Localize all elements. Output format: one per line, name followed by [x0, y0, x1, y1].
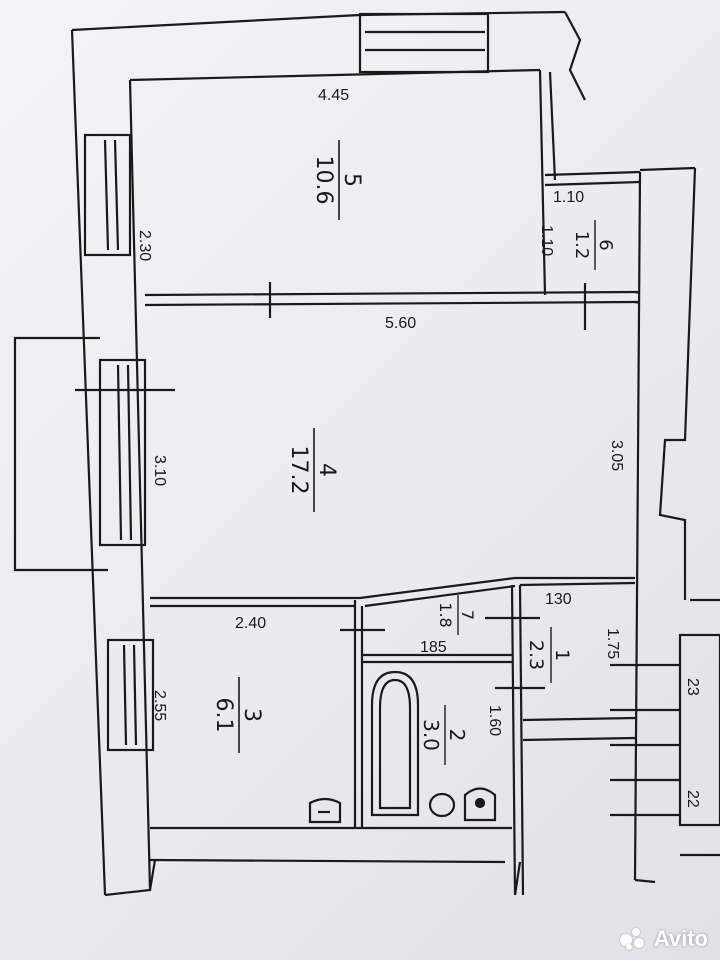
bathtub-inner [378, 678, 412, 810]
outer-left-wall [70, 29, 107, 896]
room-label-5: 5 10.6 [311, 140, 364, 220]
window-left-3 [106, 638, 155, 752]
window-left-2-line [116, 364, 123, 541]
bottom-left-corner [104, 859, 157, 897]
wall-hall-lower-inner [522, 736, 636, 742]
bathtub-icon [370, 670, 420, 817]
dim-room6-left: 1.10 [538, 225, 555, 256]
room-label-4: 4 17.2 [286, 428, 339, 512]
outer-corner [564, 11, 586, 101]
dim-room4-right: 3.05 [608, 440, 625, 471]
outer-top-wall [71, 10, 566, 32]
room-area: 2.3 [525, 640, 547, 670]
avito-logo-icon [619, 928, 648, 950]
right-inner-wall [633, 171, 642, 881]
dim-bath-top: 185 [420, 639, 447, 656]
wall-4-7-inner [364, 584, 516, 608]
room5-right-wall [538, 69, 547, 296]
room-number: 6 [595, 239, 616, 250]
bottom-outer-wall [149, 858, 506, 864]
window-left-2 [98, 358, 147, 547]
wall-5-4 [144, 290, 641, 297]
room-number: 7 [458, 610, 477, 620]
room-label-7: 7 1.8 [436, 595, 477, 635]
dim-stair-b: 22 [684, 790, 701, 808]
bottom-mid [513, 861, 522, 896]
toilet-hole [474, 797, 486, 809]
wall-2-1-inner [518, 584, 525, 896]
toilet-icon [463, 787, 497, 822]
avito-watermark: Avito [619, 926, 708, 952]
right-top-wall [639, 166, 696, 172]
window-top [358, 12, 490, 74]
room-area: 17.2 [286, 446, 311, 495]
room-area: 6.1 [211, 698, 236, 733]
window-left-1-line [113, 139, 120, 251]
room-label-1: 1 2.3 [525, 627, 573, 683]
dim-bath-right: 1.60 [486, 705, 503, 736]
room6-top-wall [544, 170, 641, 177]
dim-hall-right: 1.75 [604, 628, 621, 659]
room6-top-inner [544, 180, 641, 187]
wall-4-7 [359, 576, 635, 600]
room-number: 3 [239, 708, 264, 722]
dim-hall-top: 130 [545, 591, 572, 608]
wall-2-1 [510, 584, 517, 896]
window-left-1 [83, 133, 132, 257]
room-number: 4 [314, 463, 339, 477]
room-number: 1 [551, 649, 573, 661]
dim-room5-left: 2.30 [136, 230, 153, 261]
watermark-text: Avito [653, 926, 708, 951]
balcony [13, 336, 108, 572]
room-label-3: 3 6.1 [211, 677, 264, 753]
window-left-3-line [132, 644, 138, 746]
dim-room3-left: 2.55 [151, 690, 168, 721]
window-left-3-line [122, 644, 128, 746]
window-left-2-line [126, 364, 133, 541]
dim-room4-left: 3.10 [151, 455, 168, 486]
room-number: 5 [339, 173, 364, 187]
kitchen-stove-icon [308, 797, 342, 824]
wall-5-4-inner [144, 300, 641, 307]
room-number: 2 [445, 729, 469, 742]
dim-room5-top: 4.45 [318, 87, 349, 104]
room-label-2: 2 3.0 [419, 705, 469, 765]
bottom-right [634, 878, 656, 884]
room-area: 1.2 [571, 231, 592, 260]
dim-stair-a: 23 [684, 678, 701, 696]
stair-rail [678, 633, 720, 827]
room5-right-inner [548, 71, 557, 181]
wall-4-1 [519, 581, 636, 587]
dim-room3-top: 2.40 [235, 615, 266, 632]
room-label-6: 6 1.2 [571, 220, 616, 270]
walls [13, 10, 720, 897]
sink-icon [428, 792, 456, 818]
window-left-1-line [103, 139, 110, 251]
room-area: 3.0 [419, 719, 443, 751]
room-area: 1.8 [436, 602, 455, 627]
right-outer-wall [658, 167, 697, 600]
inner-left-wall [128, 79, 152, 891]
room-area: 10.6 [311, 156, 336, 205]
dim-room6-top: 1.10 [553, 189, 584, 206]
wall-hall-lower [522, 716, 636, 722]
dim-room4-width: 5.60 [385, 315, 416, 332]
